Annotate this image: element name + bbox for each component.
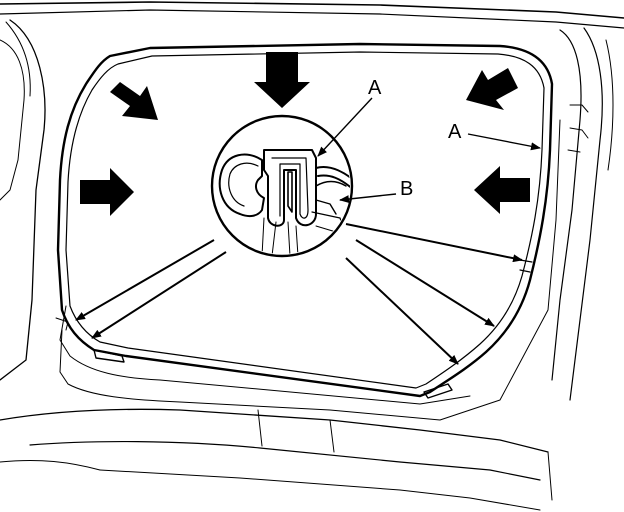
leader-arrows [75,223,523,365]
arrow-icon [80,168,134,216]
arrow-icon [345,257,459,365]
arrow-icon [110,82,158,120]
arrow-icon [91,251,227,339]
label-a-right: A [448,121,462,143]
arrow-icon [75,239,215,321]
arrow-icon [254,52,310,108]
arrow-icon [345,223,523,263]
label-b: B [400,178,413,200]
cross-section-detail [210,114,354,258]
label-a-top: A [368,77,382,99]
callouts: A B A [317,77,541,204]
arrow-icon [466,68,518,110]
push-arrows [80,52,530,216]
door-opening-weatherstrip [55,42,561,421]
arrow-icon [355,239,495,327]
arrow-icon [474,166,530,214]
